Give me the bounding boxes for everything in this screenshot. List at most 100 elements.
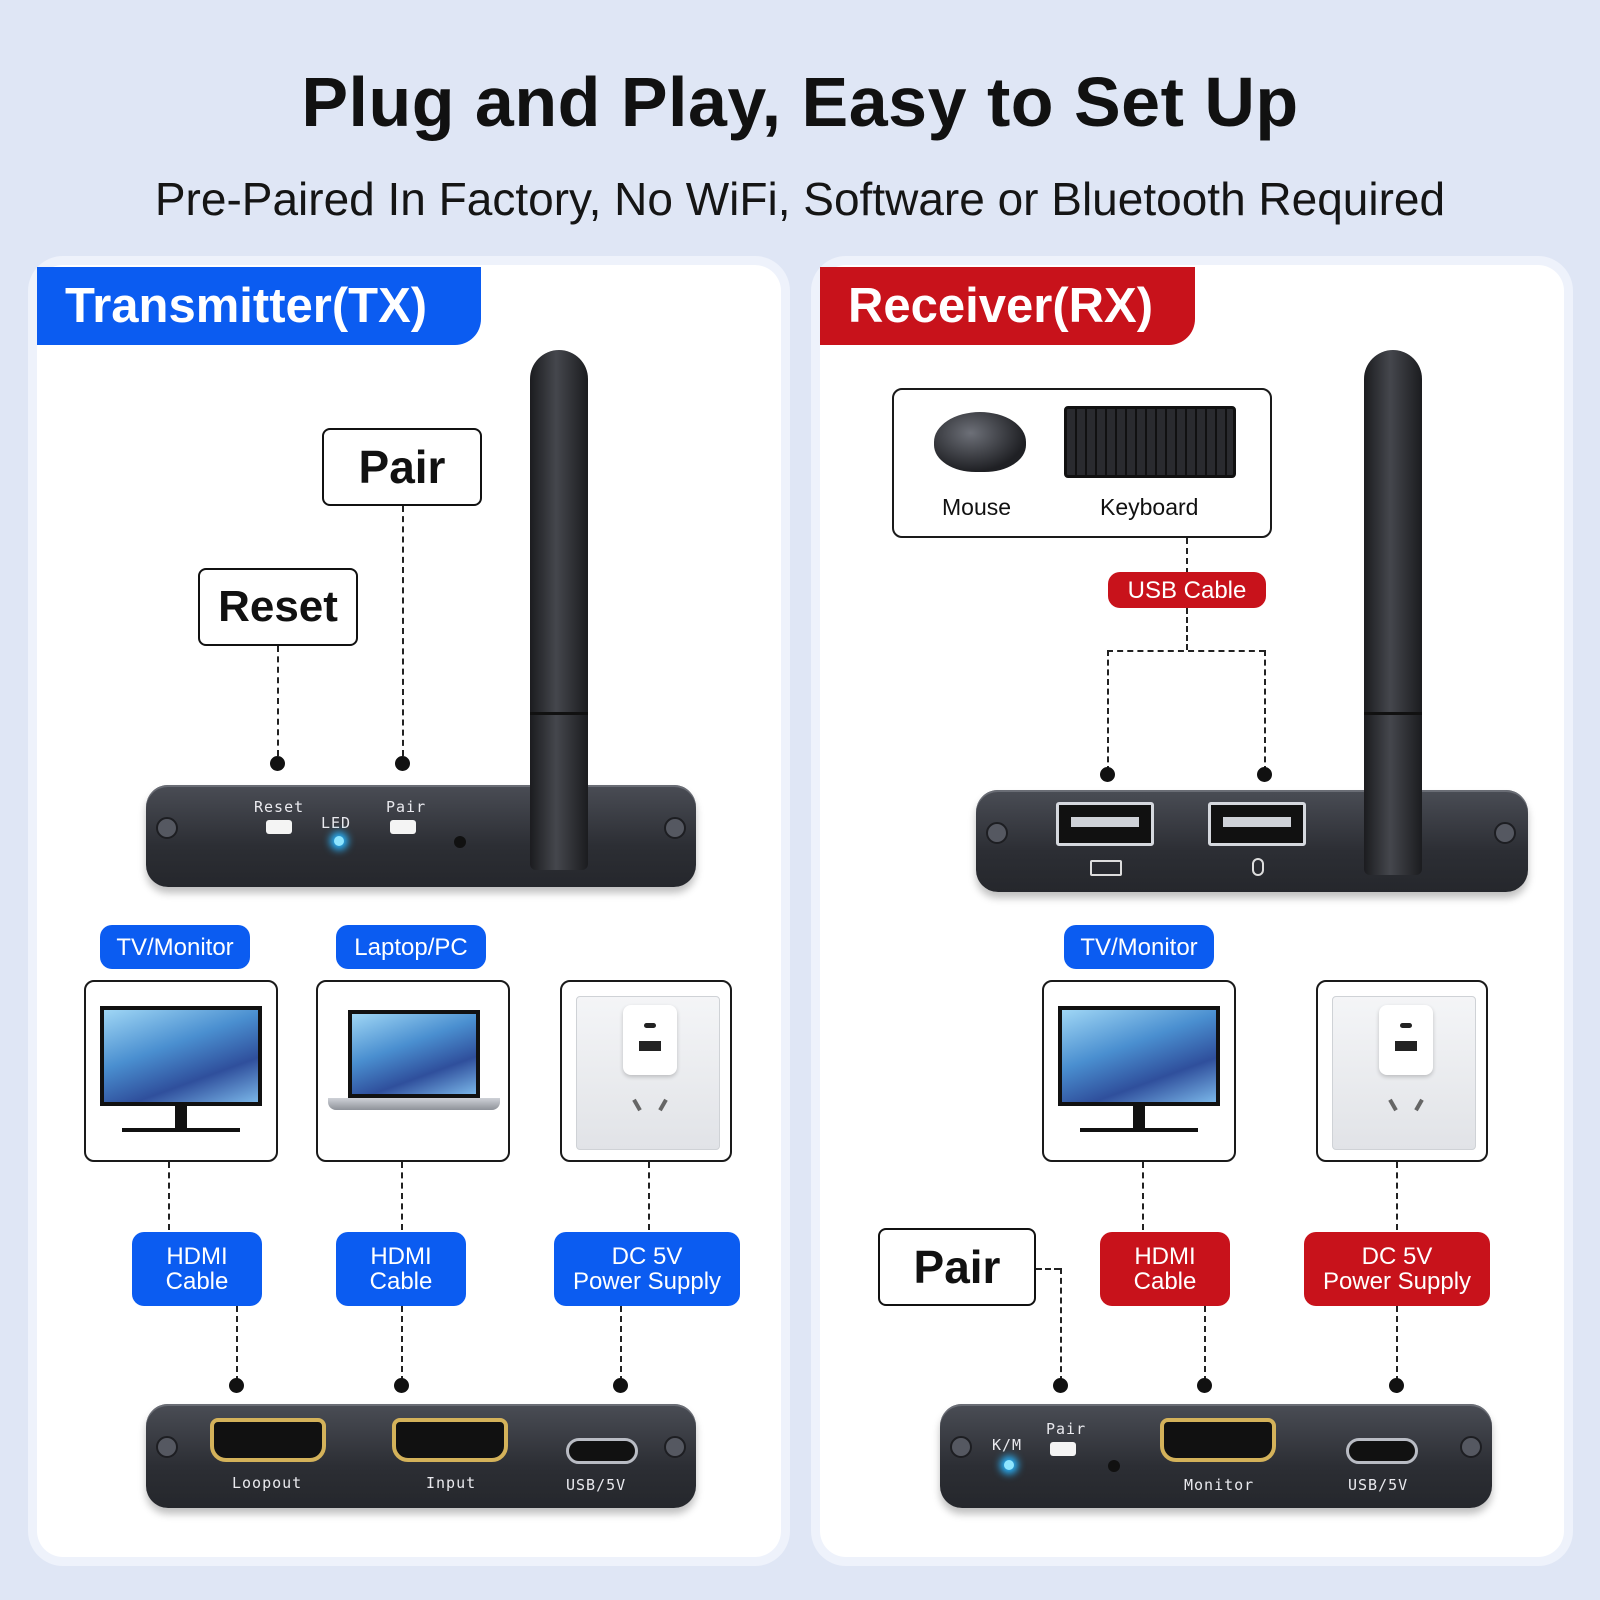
- tx-leader: [236, 1306, 238, 1382]
- monitor-icon: [1058, 1006, 1220, 1106]
- tx-leader-dot: [394, 1378, 409, 1393]
- wall-outlet-icon: [576, 996, 720, 1150]
- tx-tag-laptop-pc: Laptop/PC: [336, 925, 486, 969]
- screw-icon: [986, 822, 1008, 844]
- usb-charger: [1379, 1005, 1433, 1075]
- tx-led-icon: [334, 836, 344, 846]
- screw-icon: [664, 1436, 686, 1458]
- screw-icon: [156, 1436, 178, 1458]
- usb-c-port-icon: [1346, 1438, 1418, 1464]
- tx-pair-leader-dot: [395, 756, 410, 771]
- tx-leader-dot: [229, 1378, 244, 1393]
- keyboard-port-symbol-icon: [1090, 860, 1122, 876]
- usb-c-port-icon: [566, 1438, 638, 1464]
- rx-usb-leader: [1107, 650, 1109, 772]
- keyboard-label: Keyboard: [1100, 494, 1199, 520]
- screw-icon: [1460, 1436, 1482, 1458]
- screw-icon: [1494, 822, 1516, 844]
- rx-pair-leader: [1060, 1268, 1062, 1382]
- tx-led-label: LED: [321, 814, 352, 832]
- rx-pair-leader-h: [1036, 1268, 1060, 1270]
- laptop-icon: [348, 1010, 480, 1098]
- rx-usb-cable-tag: USB Cable: [1108, 572, 1266, 608]
- rx-cable-hdmi: HDMI Cable: [1100, 1232, 1230, 1306]
- tx-device-front: [146, 785, 696, 887]
- tx-pair-callout: Pair: [322, 428, 482, 506]
- rx-pair-label: Pair: [1046, 1420, 1087, 1438]
- rx-pair-leader-dot: [1053, 1378, 1068, 1393]
- tx-port-usb5v-label: USB/5V: [566, 1476, 627, 1494]
- rx-km-led-icon: [1004, 1460, 1014, 1470]
- rx-usb-leader-dot: [1257, 767, 1272, 782]
- rx-mic-hole: [1108, 1460, 1120, 1472]
- rx-port-monitor-label: Monitor: [1184, 1476, 1255, 1494]
- tx-port-input-label: Input: [426, 1474, 477, 1492]
- rx-pair-button[interactable]: [1050, 1442, 1076, 1456]
- tx-pair-label: Pair: [386, 798, 427, 816]
- rx-tag-tv-monitor: TV/Monitor: [1064, 925, 1214, 969]
- rx-usb-leader: [1186, 538, 1188, 574]
- tx-laptop-box: [316, 980, 510, 1162]
- tx-reset-callout: Reset: [198, 568, 358, 646]
- usb-a-slot: [639, 1041, 661, 1051]
- rx-leader: [1204, 1306, 1206, 1382]
- tx-leader: [401, 1306, 403, 1382]
- tx-reset-leader: [277, 646, 279, 756]
- mouse-port-symbol-icon: [1252, 858, 1264, 876]
- rx-monitor-box: [1042, 980, 1236, 1162]
- tx-antenna-base: [530, 715, 588, 870]
- tx-cable-hdmi-input: HDMI Cable: [336, 1232, 466, 1306]
- tx-outlet-box: [560, 980, 732, 1162]
- socket-hole: [1388, 1098, 1398, 1112]
- socket-hole: [632, 1098, 642, 1112]
- rx-peripheral-box: Mouse Keyboard: [892, 388, 1272, 538]
- tx-reset-button[interactable]: [266, 820, 292, 834]
- rx-usb-leader: [1264, 650, 1266, 772]
- rx-usb-leader-dot: [1100, 767, 1115, 782]
- rx-outlet-box: [1316, 980, 1488, 1162]
- tx-cable-dc-power: DC 5V Power Supply: [554, 1232, 740, 1306]
- socket-hole: [658, 1098, 668, 1112]
- screw-icon: [156, 817, 178, 839]
- usb-charger: [623, 1005, 677, 1075]
- rx-leader-dot: [1197, 1378, 1212, 1393]
- rx-port-usb5v-label: USB/5V: [1348, 1476, 1409, 1494]
- tx-reset-label: Reset: [254, 798, 305, 816]
- socket-hole: [1414, 1098, 1424, 1112]
- tx-monitor-box: [84, 980, 278, 1162]
- rx-pair-callout: Pair: [878, 1228, 1036, 1306]
- monitor-icon: [100, 1006, 262, 1106]
- wall-outlet-icon: [1332, 996, 1476, 1150]
- hdmi-loopout-port-icon: [210, 1418, 326, 1462]
- rx-leader: [1142, 1162, 1144, 1230]
- tx-antenna-joint: [530, 712, 588, 715]
- laptop-base: [328, 1098, 500, 1110]
- monitor-stand: [175, 1106, 187, 1130]
- rx-leader-dot: [1389, 1378, 1404, 1393]
- rx-leader: [1396, 1162, 1398, 1230]
- usb-a-keyboard-port-icon: [1056, 802, 1154, 846]
- tx-tag-tv-monitor: TV/Monitor: [100, 925, 250, 969]
- monitor-foot: [1080, 1128, 1198, 1132]
- mouse-icon: [934, 412, 1026, 472]
- tx-pair-button[interactable]: [390, 820, 416, 834]
- hdmi-monitor-port-icon: [1160, 1418, 1276, 1462]
- rx-cable-dc-power: DC 5V Power Supply: [1304, 1232, 1490, 1306]
- tx-leader-dot: [613, 1378, 628, 1393]
- tx-leader: [648, 1162, 650, 1230]
- rx-antenna-joint: [1364, 712, 1422, 715]
- tx-reset-leader-dot: [270, 756, 285, 771]
- tx-cable-hdmi-loopout: HDMI Cable: [132, 1232, 262, 1306]
- tx-leader: [620, 1306, 622, 1382]
- rx-usb-leader: [1186, 608, 1188, 650]
- rx-antenna-base: [1364, 715, 1422, 875]
- tx-leader: [401, 1162, 403, 1230]
- usb-a-mouse-port-icon: [1208, 802, 1306, 846]
- mouse-label: Mouse: [942, 494, 1012, 520]
- tx-leader: [168, 1162, 170, 1230]
- page-title: Plug and Play, Easy to Set Up: [301, 63, 1299, 141]
- receiver-heading: Receiver(RX): [820, 267, 1195, 345]
- rx-km-label: K/M: [992, 1436, 1023, 1454]
- rx-leader: [1396, 1306, 1398, 1382]
- tx-port-loopout-label: Loopout: [232, 1474, 303, 1492]
